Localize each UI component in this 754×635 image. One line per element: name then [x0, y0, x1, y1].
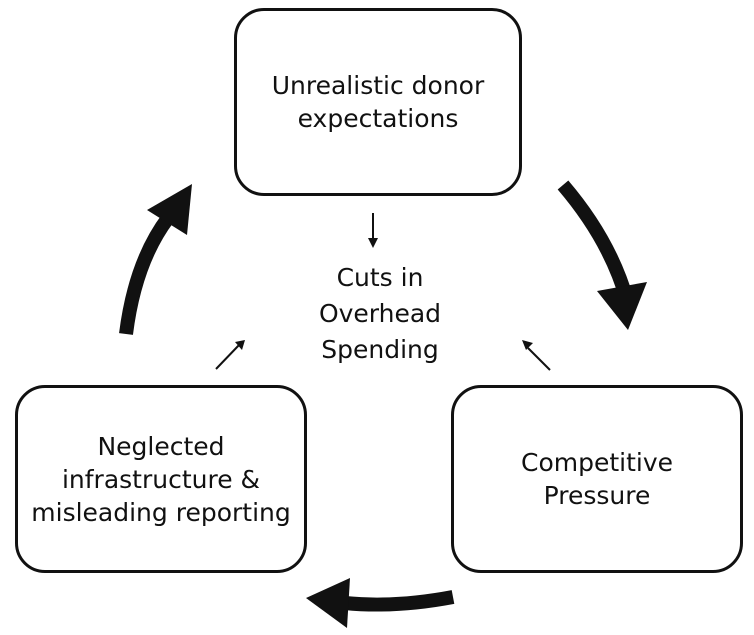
center-line-2: Overhead [318, 299, 442, 328]
box-right-line-1: Competitive [520, 448, 674, 477]
box-left-line-2: infrastructure & [61, 464, 261, 494]
small-arrow-right-to-center [522, 340, 551, 371]
center-line-3: Spending [321, 335, 439, 364]
box-left-line-1: Neglected [97, 431, 225, 461]
center-line-1: Cuts in [336, 263, 424, 292]
cycle-arrow-left-to-top [119, 184, 192, 335]
box-unrealistic-donor-expectations: Unrealistic donor expectations [234, 8, 522, 196]
small-arrow-left-to-center [215, 340, 245, 370]
box-left-text: Neglected infrastructure & misleading re… [31, 430, 290, 529]
cycle-arrow-top-to-right [557, 180, 647, 330]
box-left-line-3: misleading reporting [31, 497, 291, 527]
box-right-text: Competitive Pressure [521, 446, 673, 512]
center-label-cuts-in-overhead-spending: Cuts in Overhead Spending [300, 260, 460, 368]
small-arrow-top-to-center [368, 213, 378, 248]
cycle-arrow-right-to-left [306, 578, 455, 628]
box-top-line-1: Unrealistic donor [271, 71, 485, 100]
box-right-line-2: Pressure [543, 481, 651, 510]
box-neglected-infrastructure: Neglected infrastructure & misleading re… [15, 385, 307, 573]
box-top-text: Unrealistic donor expectations [272, 69, 485, 135]
box-competitive-pressure: Competitive Pressure [451, 385, 743, 573]
box-top-line-2: expectations [297, 104, 459, 133]
